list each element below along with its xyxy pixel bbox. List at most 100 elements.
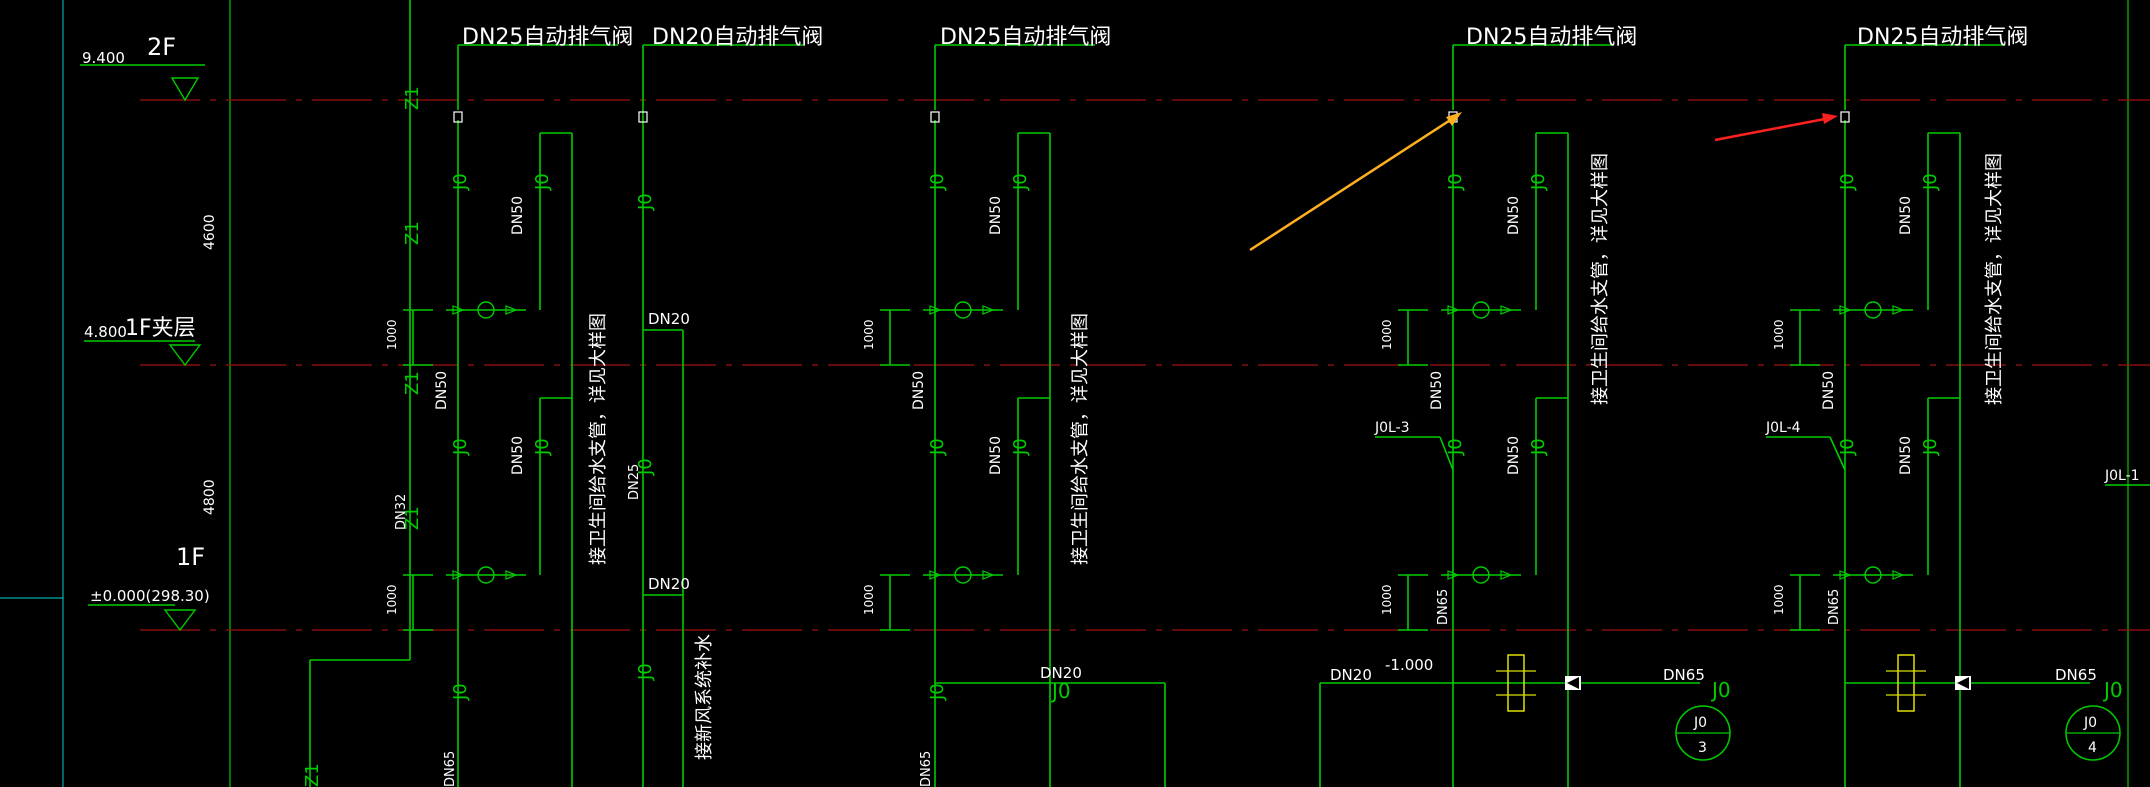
riser-1-air-valve-icon	[453, 111, 463, 123]
riser-2-valve-upper-meter-icon	[954, 301, 972, 319]
valve-callout-1: DN25自动排气阀	[462, 25, 633, 50]
riser-1-valve-lower-valve-b	[505, 570, 518, 580]
j0-main-1: J0	[1710, 678, 1731, 702]
riser-1-valve-upper-valve-b	[505, 305, 518, 315]
svg-text:J0: J0	[1693, 715, 1707, 731]
dn20-main-mid: DN20	[1040, 664, 1082, 682]
riser-2-valve-lower-valve-b	[982, 570, 995, 580]
riser-2-valve-upper-valve-b	[982, 305, 995, 315]
dn20-mid-riser-top: DN20	[648, 310, 690, 328]
j0-main-2: J0	[2102, 678, 2123, 702]
svg-text:J0: J0	[2083, 715, 2097, 731]
annotation-arrows	[1249, 112, 1838, 252]
riser-3-dn65: DN65	[1436, 589, 1451, 625]
riser-4-air-valve-icon	[1840, 111, 1850, 123]
floor-1f-elev: ±0.000(298.30)	[90, 587, 210, 605]
jl3-leader-end	[1439, 436, 1454, 471]
z1-tag-2: Z1	[402, 221, 423, 245]
floor-1fm-elev: 4.800	[84, 323, 127, 341]
riser-4-valve-lower-meter-icon	[1864, 566, 1882, 584]
j0-main-mid: J0	[1050, 679, 1071, 703]
riser-1-dn50-c: DN50	[434, 371, 450, 410]
riser-3-valve-upper-meter-icon	[1472, 301, 1490, 319]
riser-1-valve-lower-valve-a	[452, 570, 465, 580]
riser-4-j0-tag-2: J0	[1920, 173, 1941, 191]
restroom-note-3: 接卫生间给水支管，详见大样图	[1590, 153, 1611, 405]
mid-dn25: DN25	[627, 464, 642, 500]
riser-1-dim-label-a: 1000	[385, 319, 399, 350]
riser-labels: J0L-3 J0L-4 J0L-1	[1374, 420, 2140, 484]
riser-4-j0-tag-4: J0	[1920, 438, 1941, 456]
floor-markers	[80, 64, 205, 632]
riser-1-j0-tag-1: J0	[450, 173, 471, 191]
red-arrowhead	[1822, 113, 1838, 124]
z1-tag-4: Z1	[402, 506, 423, 530]
riser-3-dim-label-a: 1000	[1380, 319, 1394, 350]
floor-1f-name: 1F	[176, 543, 205, 571]
riser-1-valve-upper-meter-icon	[477, 301, 495, 319]
branch-notes: 接卫生间给水支管，详见大样图 接卫生间给水支管，详见大样图 接卫生间给水支管，详…	[588, 153, 2005, 760]
riser-1-j0-low: J0	[450, 683, 471, 701]
riser-4-valve-upper-meter-icon	[1864, 301, 1882, 319]
check-valve-1-mark	[1567, 677, 1579, 689]
riser-2-dim-label-a: 1000	[862, 319, 876, 350]
z1-tag-3: Z1	[402, 371, 423, 395]
z1-tag-5: Z1	[302, 763, 323, 787]
riser-jl3: J0L-3	[1374, 420, 1410, 436]
valve-callouts: DN25自动排气阀 DN20自动排气阀 DN25自动排气阀 DN25自动排气阀 …	[462, 25, 2028, 50]
z1-dn32: DN32	[394, 494, 409, 530]
riser-2-air-valve-icon	[930, 111, 940, 123]
riser-1-j0-tag-3: J0	[450, 438, 471, 456]
riser-4-j0-tag-1: J0	[1837, 173, 1858, 191]
riser-jl4: J0L-4	[1765, 420, 1801, 436]
mid-j0-1: J0	[635, 193, 656, 211]
riser-4-dim-label-b: 1000	[1772, 584, 1786, 615]
svg-text:3: 3	[1698, 740, 1707, 756]
riser-3-valve-upper-valve-a	[1447, 305, 1460, 315]
riser-4-valve-upper-valve-a	[1839, 305, 1852, 315]
restroom-note-4: 接卫生间给水支管，详见大样图	[1984, 153, 2005, 405]
riser-1-j0-tag-2: J0	[532, 173, 553, 191]
red-arrow	[1714, 116, 1831, 142]
floor-2f-elev: 9.400	[82, 49, 125, 67]
jl4-leader-end	[1829, 436, 1846, 471]
riser-1-dn50-b: DN50	[510, 436, 526, 475]
restroom-note-2: 接卫生间给水支管，详见大样图	[1070, 313, 1091, 565]
valve-callout-3: DN25自动排气阀	[940, 25, 1111, 50]
circle-tag-3: J0 3	[1675, 705, 1731, 761]
riser-2-j0-tag-1: J0	[927, 173, 948, 191]
riser-2-valve-lower-valve-a	[929, 570, 942, 580]
riser-3-valve-lower-valve-b	[1500, 570, 1513, 580]
riser-2-dn50-a: DN50	[988, 196, 1004, 235]
z1-tag-1: Z1	[402, 86, 423, 110]
riser-3-dim-label-b: 1000	[1380, 584, 1394, 615]
riser-4-dn50-c: DN50	[1821, 371, 1837, 410]
circle-tag-4: J0 4	[2065, 705, 2121, 761]
bottom-labels: DN20 -1.000 DN65 DN65 DN20 J0 J0 J0 DN20…	[648, 310, 2123, 703]
riser-4-dn65: DN65	[1827, 589, 1842, 625]
circle-tags: J0 3 J0 4	[1675, 705, 2121, 761]
riser-1-dim-label-b: 1000	[385, 584, 399, 615]
mid-j0-2: J0	[635, 458, 656, 476]
check-valve-2-mark	[1957, 677, 1969, 689]
hatch-sleeve-2	[1897, 654, 1915, 712]
floor-2f-name: 2F	[147, 33, 176, 61]
dim-upper: 4600	[202, 214, 218, 250]
riser-4-j0-tag-3: J0	[1837, 438, 1858, 456]
riser-jl1: J0L-1	[2104, 468, 2140, 484]
fresh-air-note: 接新风系统补水	[694, 634, 715, 760]
restroom-note-1: 接卫生间给水支管，详见大样图	[588, 313, 609, 565]
floor-labels: 9.400 2F 4.800 1F夹层 1F ±0.000(298.30) 46…	[82, 33, 218, 605]
riser-4-valve-upper-valve-b	[1892, 305, 1905, 315]
mid-air-valve-icon	[638, 111, 648, 123]
valve-callout-2: DN20自动排气阀	[652, 25, 823, 50]
dim-lower: 4800	[202, 479, 218, 515]
riser-3-dn50-b: DN50	[1506, 436, 1522, 475]
dn65-main-2: DN65	[2055, 666, 2097, 684]
riser-3-j0-tag-2: J0	[1528, 173, 1549, 191]
floor-1fm-name: 1F夹层	[125, 316, 196, 341]
dn20-mid-riser-bottom: DN20	[648, 575, 690, 593]
riser-3-dn50-c: DN50	[1429, 371, 1445, 410]
